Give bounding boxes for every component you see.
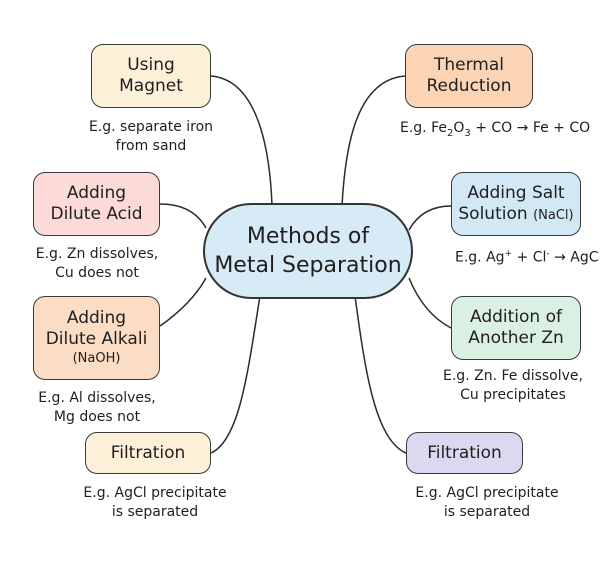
node-label-line2: Dilute Acid [50, 204, 143, 224]
equation-part: E.g. Fe [400, 120, 447, 136]
node-label: Filtration [427, 442, 502, 463]
node-label-line1: Addition of [470, 307, 562, 327]
example-salt: E.g. Ag+ + Cl- → AgC [455, 245, 609, 268]
equation-subscript: 3 [464, 127, 471, 139]
node-addition-of-another-zn: Addition of Another Zn [451, 296, 581, 360]
equation-subscript: 2 [446, 127, 454, 139]
example-line1: E.g. AgCl precipitate [415, 485, 559, 501]
node-adding-dilute-acid: Adding Dilute Acid [33, 172, 160, 236]
equation-superscript: + [504, 249, 513, 259]
node-adding-dilute-alkali: Adding Dilute Alkali (NaOH) [33, 296, 160, 380]
node-label-line1: Adding [66, 308, 127, 328]
equation-part: + CO → Fe + CO [470, 120, 591, 136]
example-line2: Mg does not [53, 409, 141, 425]
center-topic: Methods of Metal Separation [203, 203, 413, 299]
node-label: Filtration [110, 442, 186, 463]
node-label-line2: Reduction [426, 76, 512, 96]
link-alkali [159, 277, 207, 327]
link-salt [408, 205, 452, 231]
node-label-line2: Another Zn [468, 328, 564, 348]
example-line2: is separated [443, 504, 531, 520]
equation-part: O [453, 120, 465, 136]
example-line1: E.g. Zn dissolves, [35, 246, 159, 262]
node-adding-salt-solution: Adding Salt Solution (NaCl) [451, 172, 581, 236]
node-label-line2: Dilute Alkali [45, 329, 148, 349]
example-acid: E.g. Zn dissolves, Cu does not [0, 245, 194, 283]
link-filtration-right [354, 295, 407, 454]
example-filtration-right: E.g. AgCl precipitate is separated [387, 484, 587, 522]
node-label-line1: Adding Salt [467, 183, 565, 203]
equation-superscript: - [546, 249, 550, 259]
link-zn [408, 277, 452, 329]
example-line1: E.g. Zn. Fe dissolve, [443, 368, 583, 384]
node-filtration-left: Filtration [85, 432, 211, 474]
example-filtration-left: E.g. AgCl precipitate is separated [55, 484, 255, 522]
node-label-line1: Adding [66, 183, 127, 203]
example-line2: Cu does not [55, 265, 139, 281]
node-label-sub: (NaCl) [533, 208, 574, 223]
example-magnet: E.g. separate iron from sand [51, 118, 251, 156]
example-line2: from sand [115, 138, 187, 154]
example-line2: is separated [111, 504, 199, 520]
example-alkali: E.g. Al dissolves, Mg does not [0, 389, 194, 427]
equation-part: → AgC [549, 249, 599, 266]
example-line1: E.g. Al dissolves, [38, 390, 156, 406]
equation-part: E.g. Ag [455, 249, 505, 266]
example-line1: E.g. AgCl precipitate [83, 485, 227, 501]
node-label-line1: Using [127, 55, 175, 75]
node-label-line1: Thermal [433, 55, 504, 75]
example-line1: E.g. separate iron [88, 119, 214, 135]
link-thermal [341, 75, 406, 207]
node-label-line2-wrap: Solution (NaCl) [458, 204, 573, 225]
link-acid [159, 203, 207, 229]
link-filtration-left [210, 295, 261, 454]
node-filtration-right: Filtration [406, 432, 523, 474]
node-thermal-reduction: Thermal Reduction [405, 44, 533, 108]
center-title-line2: Metal Separation [214, 253, 402, 278]
example-line2: Cu precipitates [460, 387, 566, 403]
link-magnet [210, 75, 273, 207]
example-thermal: E.g. Fe2O3 + CO → Fe + CO [400, 119, 609, 143]
node-label-sub: (NaOH) [72, 351, 121, 366]
equation-part: + Cl [512, 249, 547, 266]
example-zn: E.g. Zn. Fe dissolve, Cu precipitates [418, 367, 608, 405]
node-label-line2: Magnet [119, 76, 183, 96]
center-title-line1: Methods of [246, 224, 370, 249]
node-label-line2: Solution [458, 204, 528, 224]
node-using-magnet: Using Magnet [91, 44, 211, 108]
